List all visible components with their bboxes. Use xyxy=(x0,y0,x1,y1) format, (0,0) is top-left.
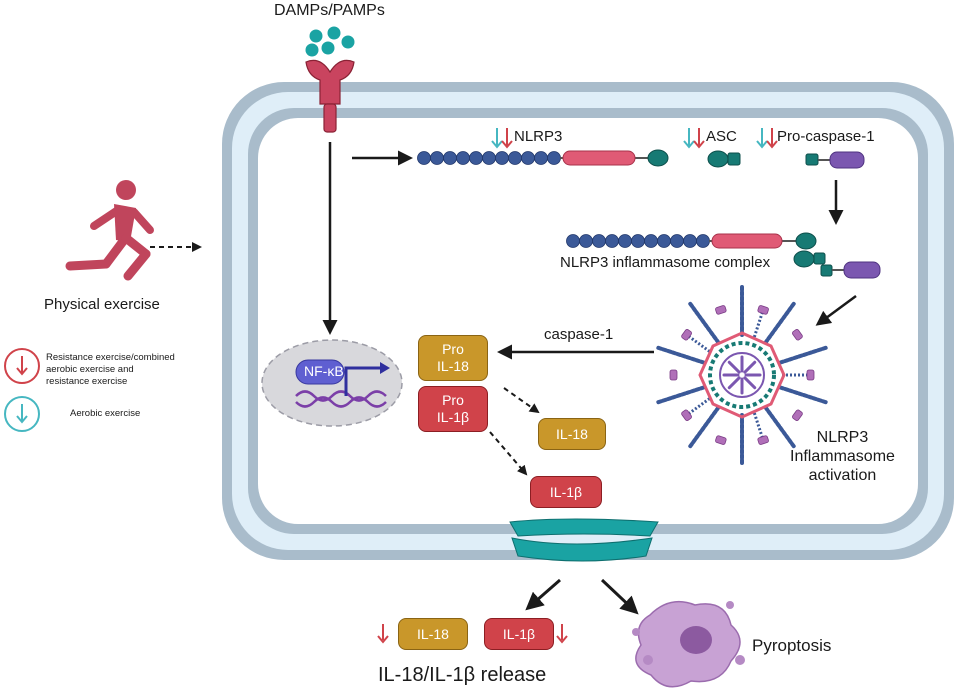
pro-il18-line-1: Pro xyxy=(442,341,464,357)
il18-box: IL-18 xyxy=(538,418,606,450)
resistance-legend-label: Resistance exercise/combined aerobic exe… xyxy=(46,352,175,387)
tlr-receptor xyxy=(305,59,355,133)
inflammasome-complex xyxy=(566,232,881,279)
il18-release-decrease-arrow xyxy=(377,624,389,644)
nlrp3-protein xyxy=(417,149,669,167)
il1b-box: IL-1β xyxy=(530,476,602,508)
resistance-legend-icon xyxy=(4,348,40,384)
asc-protein xyxy=(707,150,741,168)
caspase-decrease-arrows xyxy=(756,128,778,149)
nlrp3-label: NLRP3 xyxy=(514,128,563,145)
caspase1-label: caspase-1 xyxy=(544,326,614,343)
pyroptotic-cell xyxy=(632,600,745,688)
activation-line-3: activation xyxy=(808,467,877,484)
activation-label: NLRP3 Inflammasome activation xyxy=(790,428,895,485)
runner-icon xyxy=(65,180,154,281)
asc-label: ASC xyxy=(706,128,737,145)
complex-label: NLRP3 inflammasome complex xyxy=(560,254,771,271)
pyroptosis-arrow xyxy=(600,578,639,615)
pro-il18-dashed-arrow xyxy=(503,387,540,414)
release-arrow xyxy=(525,578,561,611)
il1b-release-box: IL-1β xyxy=(484,618,554,650)
aerobic-legend-icon xyxy=(4,396,40,432)
nfkb-nucleus xyxy=(261,339,403,427)
damps-particles xyxy=(305,26,355,57)
nlrp3-decrease-arrows xyxy=(491,128,513,149)
il18-release-box: IL-18 xyxy=(398,618,468,650)
release-label: IL-18/IL-1β release xyxy=(378,664,547,686)
asc-decrease-arrows xyxy=(683,128,705,149)
aerobic-legend-label: Aerobic exercise xyxy=(70,408,141,419)
pro-il1b-line-1: Pro xyxy=(442,392,464,408)
pro-caspase-label: Pro-caspase-1 xyxy=(777,128,875,145)
pro-caspase-protein xyxy=(805,151,865,169)
pyroptosis-label: Pyroptosis xyxy=(752,636,832,655)
pro-il1b-line-2: IL-1β xyxy=(436,409,470,425)
physical-exercise-label: Physical exercise xyxy=(44,296,160,313)
activation-line-1: NLRP3 xyxy=(816,429,869,446)
il1b-release-decrease-arrow xyxy=(556,624,568,644)
nfkb-label: NF-κB xyxy=(304,363,344,379)
pro-il18-line-2: IL-18 xyxy=(437,358,469,374)
inflammasome-activation-wheel xyxy=(656,285,828,465)
damps-label: DAMPs/PAMPs xyxy=(274,2,385,19)
complex-to-activation-arrow xyxy=(815,294,857,326)
activation-line-2: Inflammasome xyxy=(790,448,895,465)
gasdermin-pore xyxy=(509,518,659,562)
pro-il1b-dashed-arrow xyxy=(489,431,528,476)
